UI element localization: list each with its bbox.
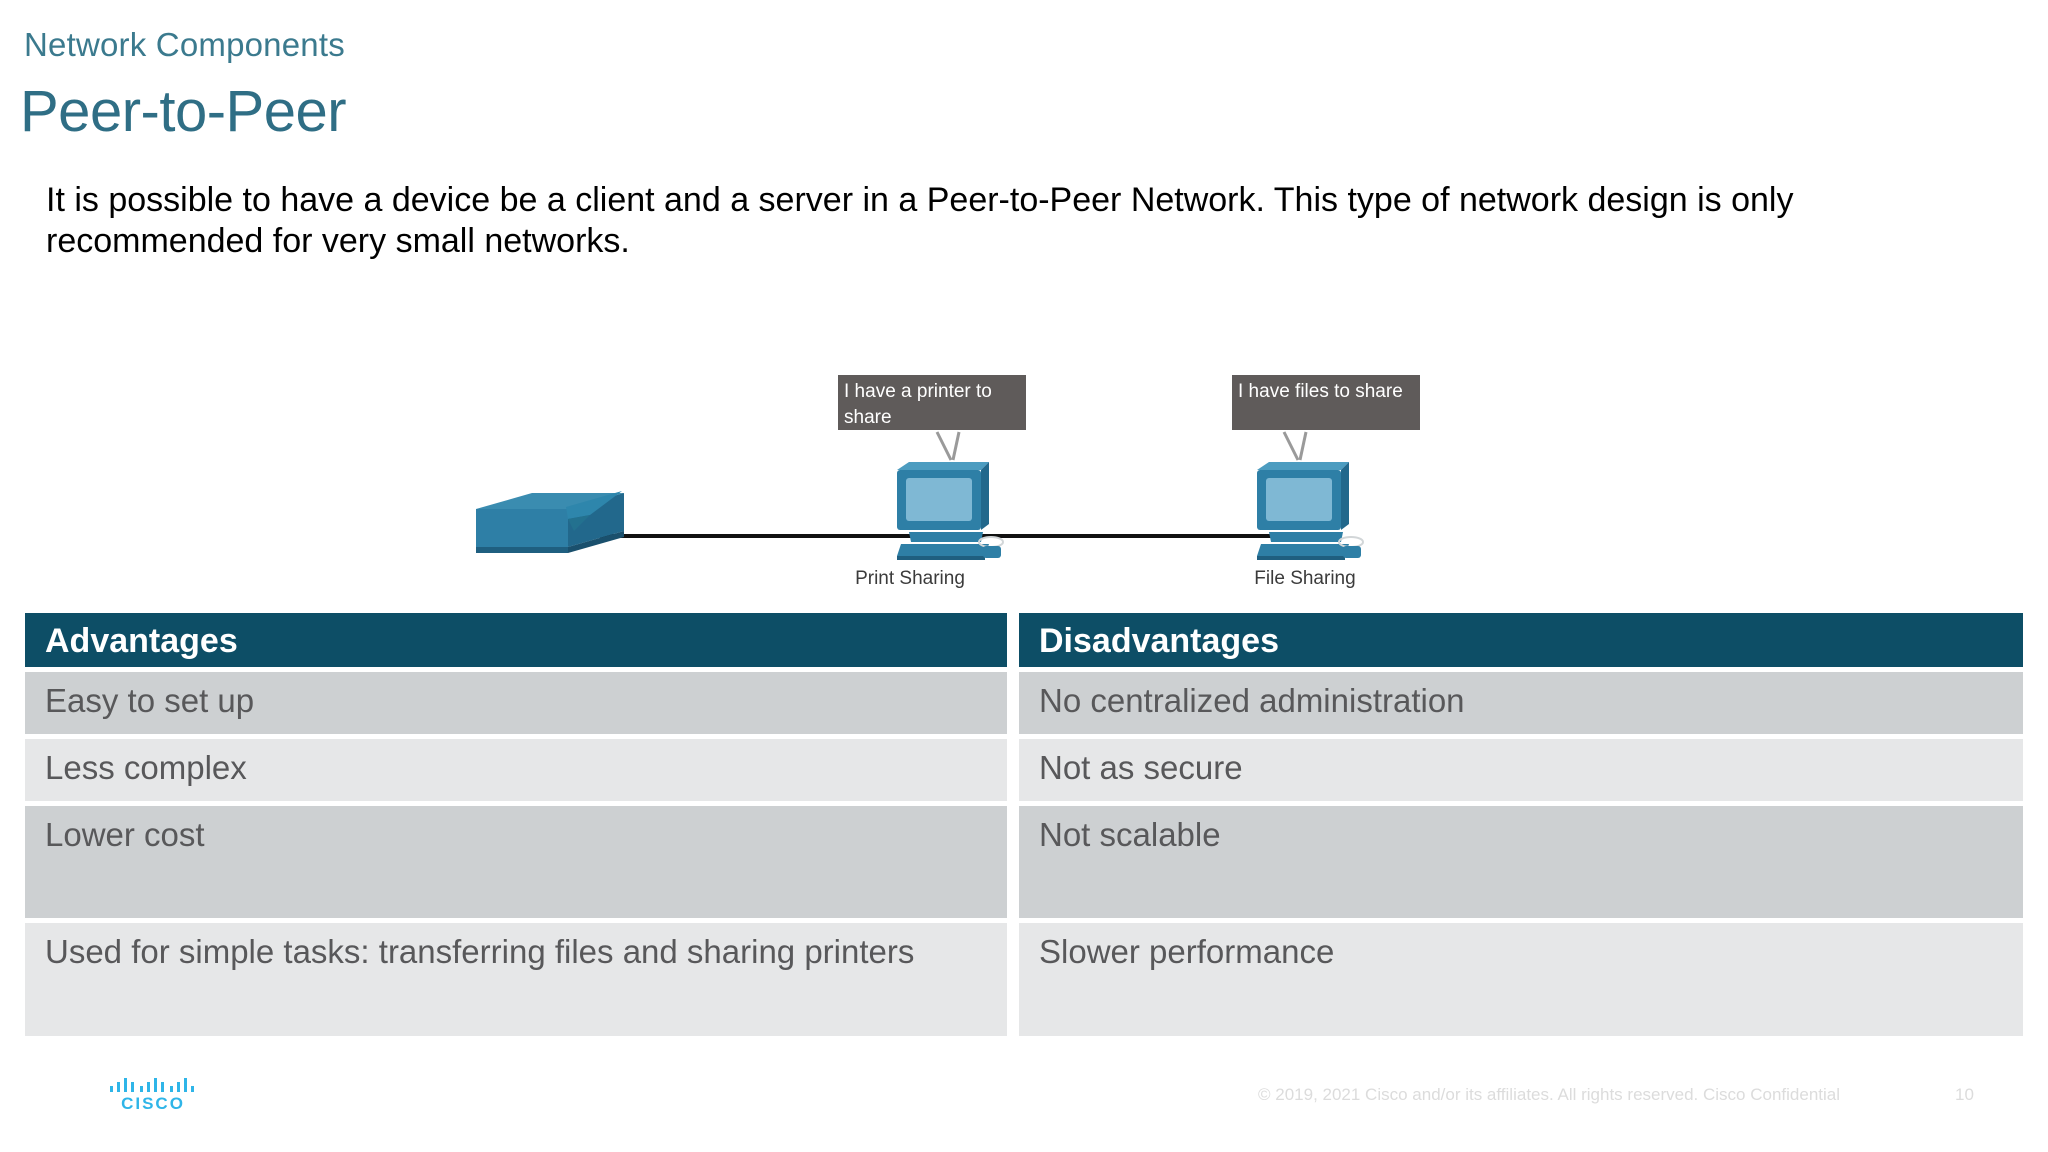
cell-disadvantage: Not as secure [1019, 739, 2023, 801]
callout-leader-file [1282, 431, 1308, 461]
cell-advantage: Less complex [25, 739, 1007, 801]
cell-advantage: Lower cost [25, 806, 1007, 918]
page-title: Peer-to-Peer [20, 79, 347, 144]
cisco-bars-icon [110, 1078, 196, 1092]
node-label-print-sharing: Print Sharing [855, 568, 965, 589]
table-row: Lower cost Not scalable [25, 806, 2023, 918]
computer-icon-print-sharing [897, 462, 1004, 560]
cisco-logo: CISCO [110, 1078, 196, 1114]
advantages-disadvantages-table: Advantages Disadvantages Easy to set up … [25, 613, 2023, 1036]
cell-advantage: Easy to set up [25, 672, 1007, 734]
callout-print-sharing: I have a printer to share [838, 375, 1026, 430]
cell-disadvantage: Slower performance [1019, 923, 2023, 1036]
computer-icon-file-sharing [1257, 462, 1364, 560]
copyright-notice: © 2019, 2021 Cisco and/or its affiliates… [1258, 1085, 1841, 1104]
cell-disadvantage: Not scalable [1019, 806, 2023, 918]
table-header-row: Advantages Disadvantages [25, 613, 2023, 667]
page-number: 10 [1955, 1085, 1974, 1104]
table-row: Used for simple tasks: transferring file… [25, 923, 2023, 1036]
slide-body-text: It is possible to have a device be a cli… [46, 181, 1794, 260]
slide-eyebrow: Network Components [24, 26, 345, 63]
column-header-disadvantages: Disadvantages [1019, 613, 2023, 667]
callout-file-sharing: I have files to share [1232, 375, 1420, 430]
table-row: Less complex Not as secure [25, 739, 2023, 801]
cell-disadvantage: No centralized administration [1019, 672, 2023, 734]
switch-icon [476, 491, 624, 553]
table-row: Easy to set up No centralized administra… [25, 672, 2023, 734]
column-header-advantages: Advantages [25, 613, 1007, 667]
cell-advantage: Used for simple tasks: transferring file… [25, 923, 1007, 1036]
node-label-file-sharing: File Sharing [1254, 568, 1356, 589]
cisco-wordmark: CISCO [121, 1094, 185, 1113]
callout-leader-print [935, 431, 961, 461]
